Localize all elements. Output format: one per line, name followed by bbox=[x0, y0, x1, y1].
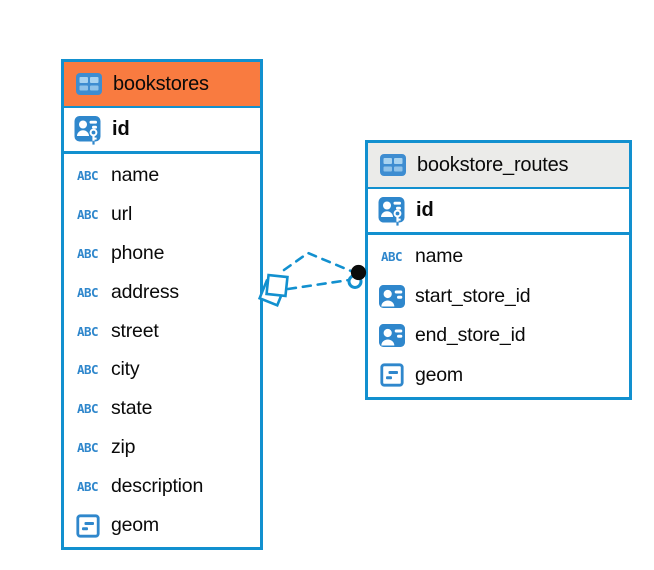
column-name: url bbox=[111, 202, 133, 225]
table-name: bookstores bbox=[113, 72, 209, 95]
column-row-zip[interactable]: ABC zip bbox=[64, 428, 260, 467]
relationship-line-end-store bbox=[286, 278, 351, 291]
column-name: street bbox=[111, 319, 159, 342]
text-type-icon: ABC bbox=[76, 440, 99, 456]
geometry-type-icon bbox=[72, 514, 103, 538]
table-icon bbox=[377, 154, 408, 176]
column-name: name bbox=[111, 163, 159, 186]
column-row-address[interactable]: ABC address bbox=[64, 273, 260, 312]
table-icon bbox=[73, 73, 104, 95]
primary-key-icon bbox=[72, 115, 103, 145]
table-name: bookstore_routes bbox=[417, 153, 569, 176]
text-type-icon: ABC bbox=[76, 479, 99, 495]
column-name: address bbox=[111, 280, 179, 303]
primary-key-name: id bbox=[416, 199, 434, 221]
column-row-city[interactable]: ABC city bbox=[64, 351, 260, 390]
text-type-icon: ABC bbox=[76, 245, 99, 261]
primary-key-icon bbox=[376, 196, 407, 226]
table-header-bookstores[interactable]: bookstores bbox=[64, 62, 260, 108]
column-row-url[interactable]: ABC url bbox=[64, 195, 260, 234]
column-row-name[interactable]: ABC name bbox=[64, 156, 260, 195]
primary-key-row-bookstore-routes[interactable]: id bbox=[368, 189, 629, 235]
column-name: description bbox=[111, 475, 204, 498]
relationship-line-start-store bbox=[282, 251, 353, 273]
geometry-type-icon bbox=[376, 363, 407, 387]
reference-type-icon bbox=[376, 284, 407, 308]
column-row-geom[interactable]: geom bbox=[368, 356, 629, 396]
entity-table-bookstore-routes[interactable]: bookstore_routes id ABC name start_store_i… bbox=[365, 140, 632, 400]
reference-type-icon bbox=[376, 324, 407, 348]
one-side-marker bbox=[257, 273, 289, 308]
text-type-icon: ABC bbox=[76, 284, 99, 300]
column-name: geom bbox=[415, 363, 463, 386]
text-type-icon: ABC bbox=[76, 401, 99, 417]
column-row-phone[interactable]: ABC phone bbox=[64, 234, 260, 273]
column-row-name[interactable]: ABC name bbox=[368, 237, 629, 277]
column-name: end_store_id bbox=[415, 324, 526, 347]
column-row-state[interactable]: ABC state bbox=[64, 389, 260, 428]
column-row-description[interactable]: ABC description bbox=[64, 467, 260, 506]
column-row-street[interactable]: ABC street bbox=[64, 312, 260, 351]
text-type-icon: ABC bbox=[76, 362, 99, 378]
column-row-start_store_id[interactable]: start_store_id bbox=[368, 277, 629, 317]
table-header-bookstore-routes[interactable]: bookstore_routes bbox=[368, 143, 629, 189]
column-row-geom[interactable]: geom bbox=[64, 506, 260, 545]
column-name: geom bbox=[111, 514, 159, 537]
column-name: state bbox=[111, 397, 153, 420]
text-type-icon: ABC bbox=[76, 206, 99, 222]
column-name: city bbox=[111, 358, 140, 381]
primary-key-row-bookstores[interactable]: id bbox=[64, 108, 260, 154]
column-name: zip bbox=[111, 436, 136, 459]
text-type-icon: ABC bbox=[76, 167, 99, 183]
text-type-icon: ABC bbox=[76, 323, 99, 339]
primary-key-name: id bbox=[112, 118, 130, 140]
column-name: start_store_id bbox=[415, 284, 531, 307]
many-side-marker bbox=[347, 264, 367, 289]
column-name: phone bbox=[111, 241, 165, 264]
text-type-icon: ABC bbox=[380, 249, 403, 265]
column-row-end_store_id[interactable]: end_store_id bbox=[368, 316, 629, 356]
column-name: name bbox=[415, 245, 463, 268]
